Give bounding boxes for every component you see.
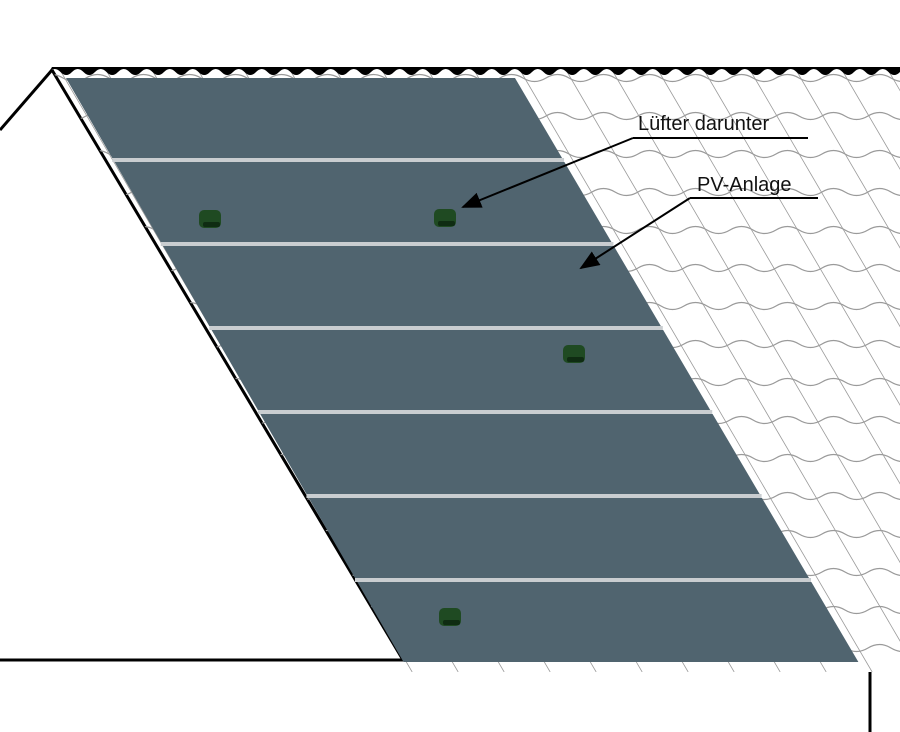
annotation-fan: Lüfter darunter [461,113,808,208]
pv-panel-row [163,246,661,326]
house-outline [0,69,872,732]
mounting-rail [306,494,762,498]
tile-seam [703,70,900,672]
tile-seam [519,70,873,672]
label-pv: PV-Anlage [697,174,792,196]
pv-panel-row [260,414,760,494]
mounting-rail [160,242,614,246]
mounting-rail [112,158,565,162]
mounting-rail [355,578,811,582]
arrow-pv [579,197,691,270]
fan-vent-shade [438,221,455,226]
pv-panel-row [357,582,859,662]
fan-vent-shade [443,620,460,625]
tile-seam [611,70,900,672]
pv-panels [66,78,859,662]
tile-seam [749,70,900,672]
fan-vent-shade [567,357,584,362]
pv-panel-row [114,162,612,242]
annotation-pv: PV-Anlage [579,174,818,270]
tile-seam [841,70,900,672]
tile-seam [565,70,900,672]
tile-seam [0,70,44,672]
tile-seam [52,70,91,672]
arrow-fan [461,137,634,208]
pv-panel-row [308,498,809,578]
roof-ridge [49,67,900,75]
tile-seam [795,70,900,672]
label-fan: Lüfter darunter [638,113,770,135]
fan-vent-shade [203,222,220,227]
pv-panel-row [211,330,711,410]
tile-seam [887,70,900,672]
tile-seam [657,70,900,672]
mounting-rail [257,410,713,414]
pv-panel-row [66,78,563,158]
fan-vents [199,209,585,626]
mounting-rail [209,326,663,330]
tile-row [40,683,900,690]
